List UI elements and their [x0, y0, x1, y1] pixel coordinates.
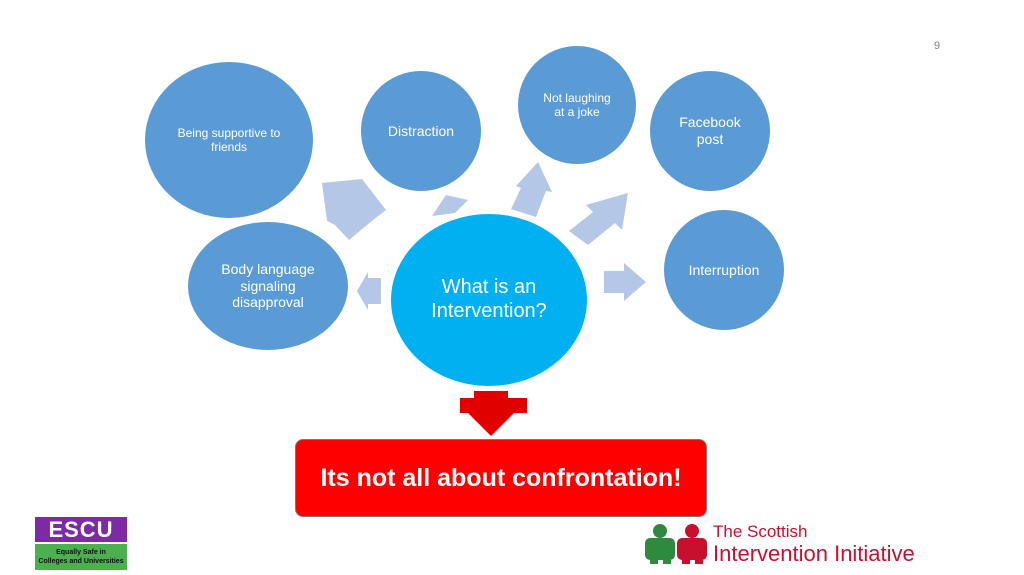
slide-number: 9	[934, 40, 941, 52]
escu-tagline-2: Colleges and Universities	[38, 558, 124, 565]
bubble-body-language-text: Body language signaling disapproval	[203, 257, 333, 315]
distraction-line-1: Distraction	[387, 122, 455, 139]
confrontation-callout: Its not all about confrontation!	[295, 439, 707, 517]
bubble-not-laughing	[518, 46, 636, 164]
bubble-facebook	[650, 71, 770, 191]
sii-logo-line-2: Intervention Initiative	[713, 541, 915, 566]
bubble-distraction-text: Distraction	[371, 119, 471, 143]
facebook-line-1: Facebook	[679, 114, 741, 131]
body-language-line-1: Body language	[221, 260, 315, 277]
bubble-body-language	[188, 222, 348, 350]
bubble-distraction	[361, 71, 481, 191]
bubble-interruption	[664, 210, 784, 330]
bubble-facebook-text: Facebook post	[660, 108, 760, 154]
supportive-line-2: friends	[210, 140, 248, 154]
interruption-line-1: Interruption	[688, 261, 760, 278]
bubble-center	[391, 214, 587, 386]
center-line-1: What is an	[441, 276, 537, 298]
sii-logo-line-1: The Scottish	[713, 522, 808, 541]
arrow-to-supportive	[322, 179, 386, 240]
supportive-line-1: Being supportive to	[177, 125, 281, 140]
body-language-line-3: disapproval	[232, 294, 304, 311]
not-laughing-line-1: Not laughing	[543, 90, 611, 105]
bubble-supportive	[145, 62, 313, 218]
bubble-not-laughing-text: Not laughing at a joke	[527, 82, 627, 128]
arrow-to-body-language	[357, 272, 381, 310]
facebook-line-2: post	[696, 131, 724, 147]
escu-logo: ESCU Equally Safe in Colleges and Univer…	[35, 517, 127, 570]
center-text: What is an Intervention?	[405, 270, 573, 328]
escu-logo-name: ESCU	[35, 517, 127, 542]
escu-tagline-1: Equally Safe in	[56, 548, 106, 556]
arrow-to-not-laughing	[511, 162, 552, 217]
center-line-2: Intervention?	[431, 300, 547, 322]
arrow-to-distraction	[432, 195, 468, 216]
sii-figures-icon	[645, 524, 707, 564]
escu-logo-tagline: Equally Safe in Colleges and Universitie…	[35, 544, 127, 570]
not-laughing-line-2: at a joke	[554, 105, 600, 119]
arrow-to-interruption	[604, 263, 646, 301]
down-arrow-icon	[460, 391, 527, 436]
body-language-line-2: signaling	[240, 277, 296, 294]
bubble-supportive-text: Being supportive to friends	[159, 116, 299, 164]
bubble-interruption-text: Interruption	[674, 258, 774, 282]
arrow-to-facebook	[569, 193, 628, 245]
sii-logo: The Scottish Intervention Initiative	[643, 520, 963, 570]
